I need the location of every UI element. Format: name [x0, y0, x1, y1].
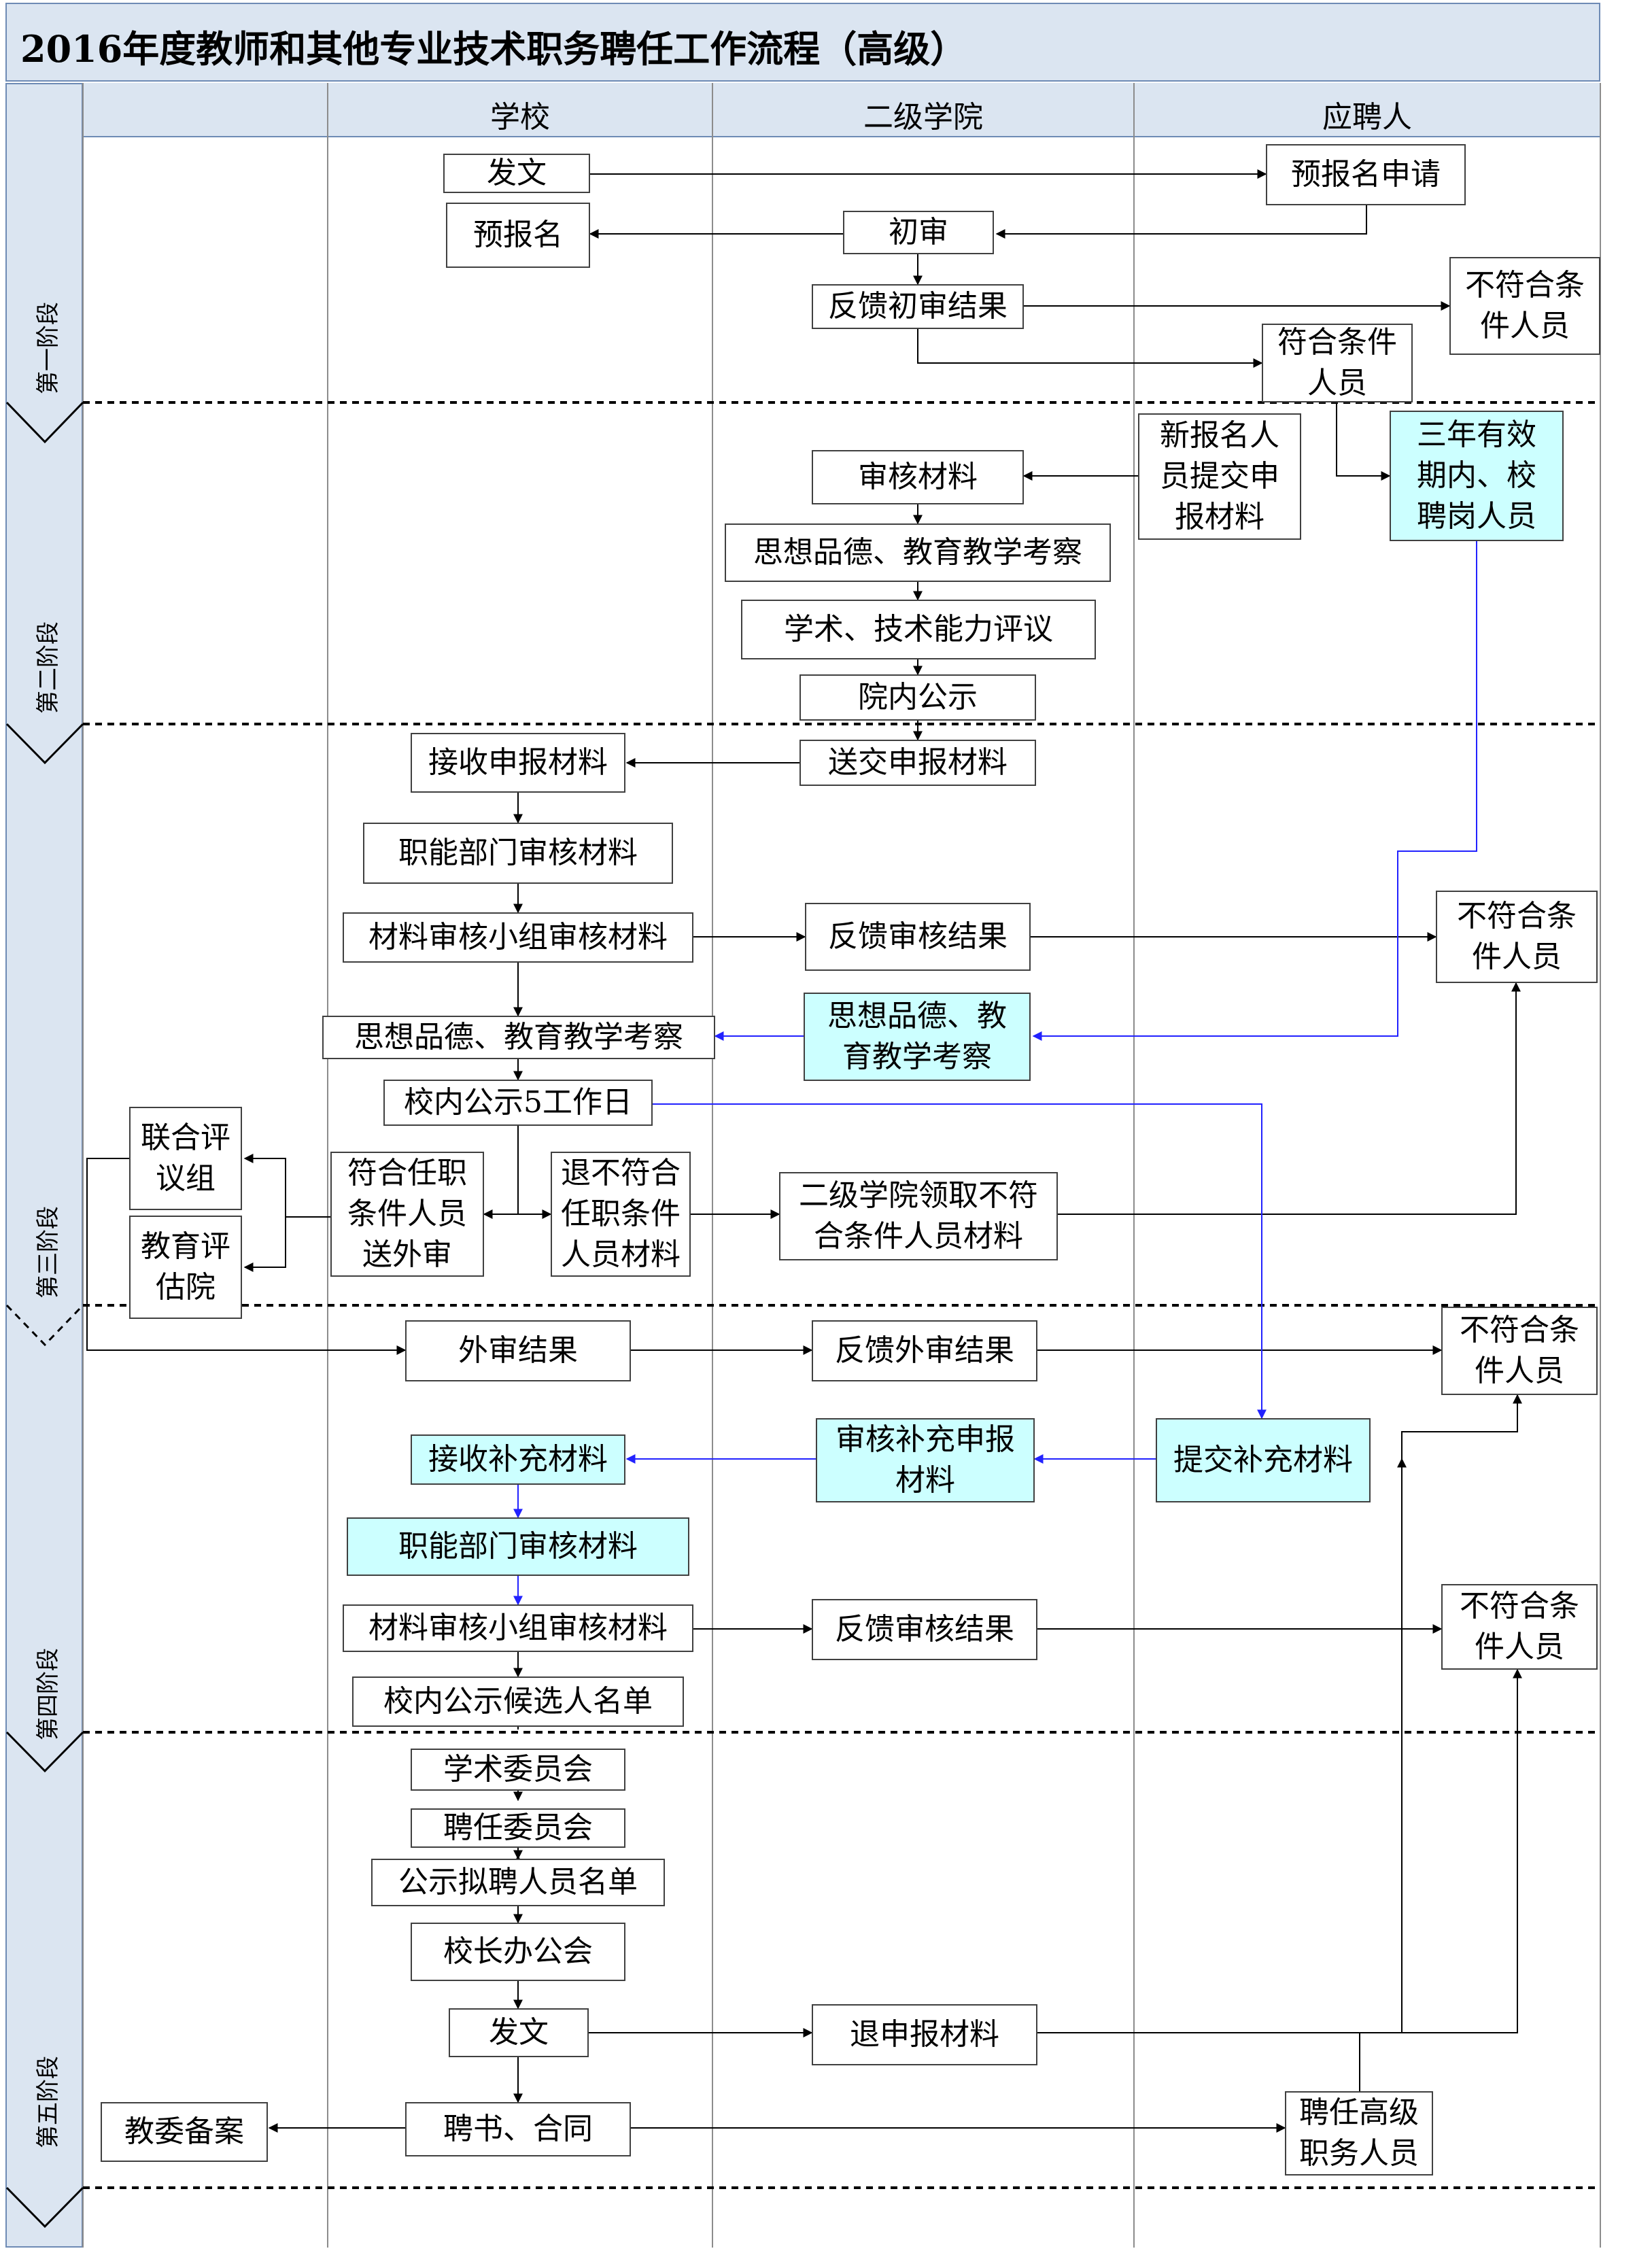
node-s2-xueshu: 学术、技术能力评议	[741, 600, 1096, 659]
column-header-college: 二级学院	[863, 100, 983, 135]
node-s3-sixiang-school: 思想品德、教育教学考察	[322, 1016, 715, 1059]
node-s4-gongshi: 校内公示候选人名单	[352, 1676, 684, 1727]
node-s4-fankui: 反馈审核结果	[812, 1599, 1037, 1660]
node-s3-gongshi: 校内公示5工作日	[383, 1080, 653, 1126]
node-s5-pinshu: 聘书、合同	[405, 2102, 631, 2156]
node-s3-fankui: 反馈审核结果	[805, 903, 1031, 971]
node-s2-sannian: 三年有效 期内、校 聘岗人员	[1390, 411, 1564, 541]
node-s3-jiaoyu: 教育评 估院	[129, 1216, 242, 1319]
node-s3-zhineng: 职能部门审核材料	[363, 823, 673, 884]
node-s4-xiaozu: 材料审核小组审核材料	[343, 1604, 693, 1652]
node-s4-shenhe-buchong: 审核补充申报 材料	[816, 1418, 1035, 1502]
s3-gongshi-label: 校内公示5工作日	[404, 1085, 632, 1120]
node-s3-bufuhe: 不符合条 件人员	[1436, 891, 1598, 983]
node-s3-lingqu: 二级学院领取不符 合条件人员材料	[779, 1172, 1058, 1260]
node-s3-jieshou: 接收申报材料	[411, 733, 625, 793]
node-s5-jiaowei: 教委备案	[101, 2102, 268, 2162]
column-header-school: 学校	[490, 100, 550, 135]
column-header-applicant: 应聘人	[1322, 100, 1412, 135]
node-s3-songjiao: 送交申报材料	[799, 740, 1036, 786]
node-s5-pinren: 聘任委员会	[411, 1808, 625, 1848]
node-s2-shenhe: 审核材料	[812, 450, 1024, 504]
node-s4-jieshou-buchong: 接收补充材料	[411, 1434, 625, 1485]
node-s4-waishen: 外审结果	[405, 1320, 631, 1381]
node-s3-lianhe: 联合评 议组	[129, 1107, 242, 1210]
node-s1-fuhe: 符合条件 人员	[1262, 324, 1413, 402]
node-s1-fankui-chushen: 反馈初审结果	[812, 284, 1024, 329]
node-s1-bufuhe: 不符合条 件人员	[1449, 257, 1600, 355]
node-s1-yubaoming: 预报名	[446, 203, 590, 268]
title-bar: 2016年度教师和其他专业技术职务聘任工作流程（高级）	[5, 3, 1600, 82]
node-s5-xueshu: 学术委员会	[411, 1749, 625, 1791]
node-s3-tui: 退不符合 任职条件 人员材料	[551, 1152, 691, 1277]
node-s1-chushen: 初审	[843, 211, 994, 254]
node-s5-pinren-gaoji: 聘任高级 职务人员	[1285, 2091, 1433, 2175]
node-s2-xinbaoming: 新报名人 员提交申 报材料	[1138, 413, 1301, 540]
node-s3-fuhe-waishen: 符合任职 条件人员 送外审	[330, 1152, 484, 1277]
node-s4-bufuhe2: 不符合条 件人员	[1441, 1584, 1598, 1670]
node-s3-xiaozu: 材料审核小组审核材料	[343, 912, 693, 963]
node-s5-xiaozhang: 校长办公会	[411, 1923, 625, 1981]
column-header-bar	[83, 83, 1600, 137]
node-s5-tui: 退申报材料	[812, 2004, 1037, 2065]
node-s1-yubaoming-shenqing: 预报名申请	[1266, 144, 1466, 205]
node-s4-tijiao-buchong: 提交补充材料	[1156, 1418, 1371, 1502]
node-s5-fawen: 发文	[449, 2008, 589, 2057]
node-s1-fawen: 发文	[443, 154, 590, 193]
node-s4-bufuhe1: 不符合条 件人员	[1441, 1307, 1598, 1395]
node-s2-yuannei: 院内公示	[799, 674, 1036, 721]
page-title: 2016年度教师和其他专业技术职务聘任工作流程（高级）	[20, 27, 967, 71]
node-s2-sixiang: 思想品德、教育教学考察	[725, 523, 1111, 582]
node-s5-gongshi: 公示拟聘人员名单	[371, 1859, 665, 1906]
node-s4-fankui-waishen: 反馈外审结果	[812, 1320, 1037, 1381]
node-s4-zhineng: 职能部门审核材料	[347, 1517, 689, 1576]
node-s3-sixiang-college: 思想品德、教 育教学考察	[804, 993, 1031, 1081]
